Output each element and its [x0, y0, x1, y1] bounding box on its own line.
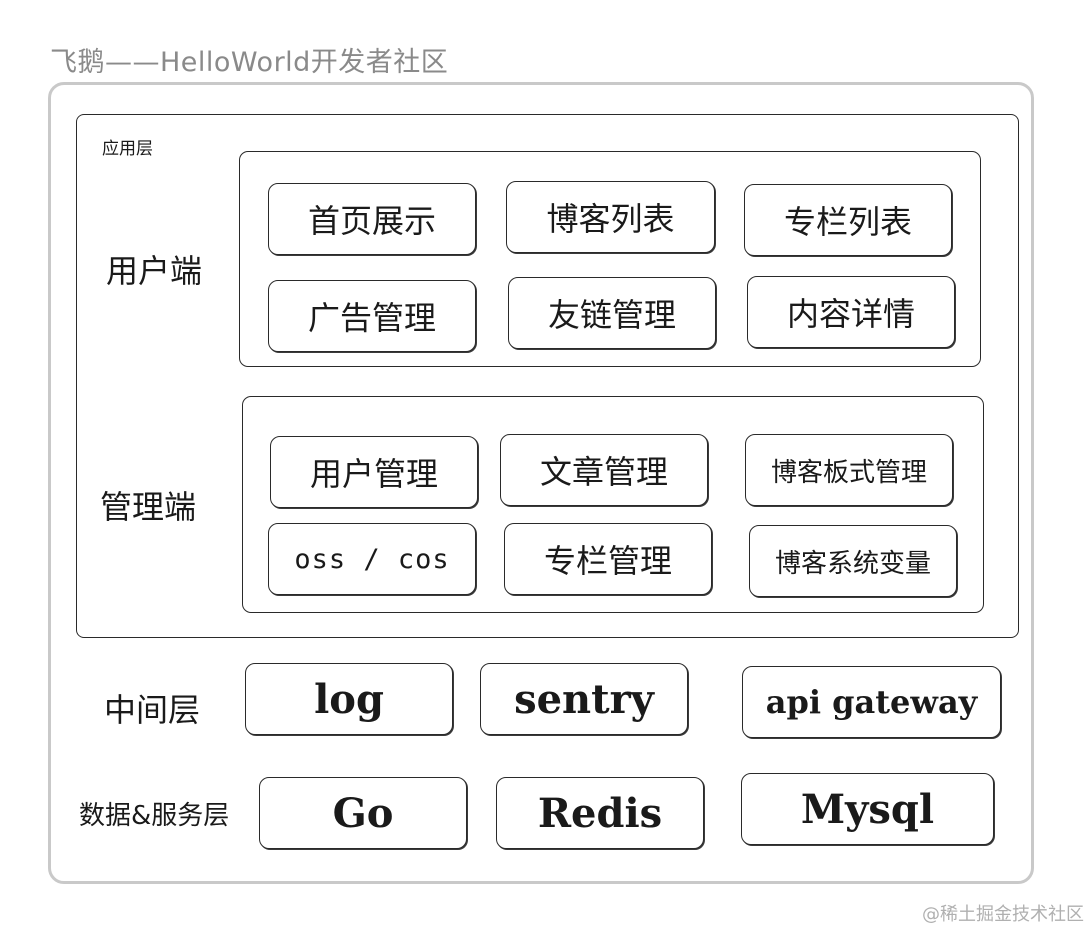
go-box: Go	[259, 777, 467, 849]
admin-side-label: 管理端	[100, 488, 197, 526]
architecture-frame	[48, 82, 1034, 884]
blog-layout-management-box: 博客板式管理	[745, 434, 953, 506]
home-display-box: 首页展示	[268, 183, 476, 255]
friend-link-management-box: 友链管理	[508, 277, 716, 349]
redis-box: Redis	[496, 777, 704, 849]
page-title: 飞鹅——HelloWorld开发者社区	[50, 47, 449, 78]
app-layer-label: 应用层	[102, 139, 153, 159]
source-watermark: @稀土掘金技术社区	[922, 904, 1084, 925]
blog-list-box: 博客列表	[506, 181, 715, 253]
middle-layer-label: 中间层	[104, 691, 201, 729]
ad-management-box: 广告管理	[268, 280, 476, 352]
log-box: log	[245, 663, 453, 735]
mysql-box: Mysql	[741, 773, 994, 845]
user-side-label: 用户端	[106, 252, 203, 290]
article-management-box: 文章管理	[500, 434, 708, 506]
oss-cos-box: oss / cos	[268, 523, 476, 595]
column-list-box: 专栏列表	[744, 184, 952, 256]
blog-system-variables-box: 博客系统变量	[749, 525, 957, 597]
content-detail-box: 内容详情	[747, 276, 955, 348]
api-gateway-box: api gateway	[742, 666, 1001, 738]
sentry-box: sentry	[480, 663, 688, 735]
data-service-layer-label: 数据&服务层	[79, 801, 230, 831]
column-management-box: 专栏管理	[504, 523, 712, 595]
user-management-box: 用户管理	[270, 436, 478, 508]
